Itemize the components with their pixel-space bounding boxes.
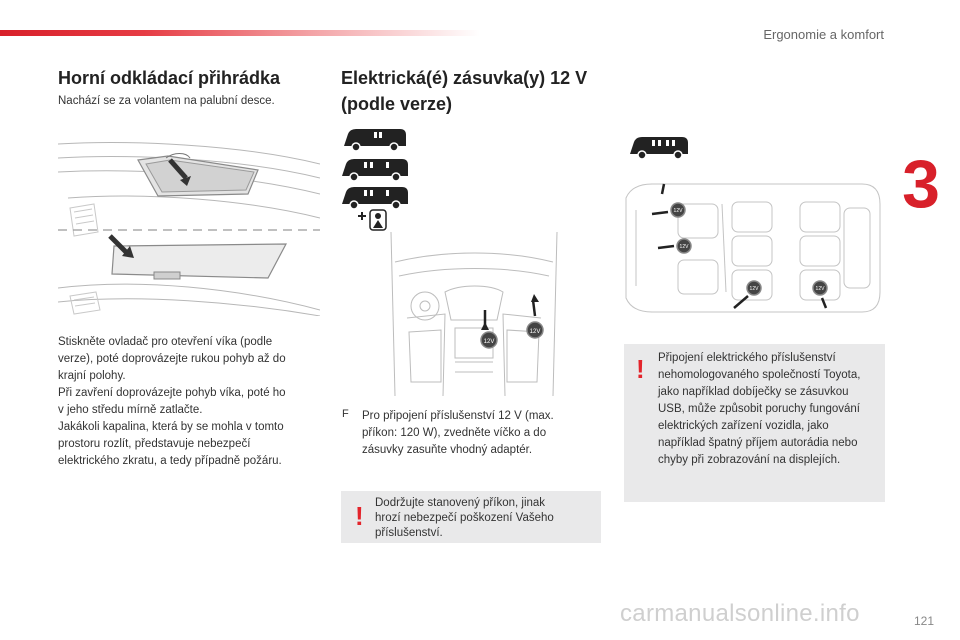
text-line: příslušenství.	[375, 527, 443, 539]
text-line: hrozí nebezpečí poškození Vašeho	[375, 512, 554, 524]
bullet-marker: F	[342, 408, 349, 420]
socket-label: 12V	[530, 329, 541, 335]
text-line: Při zavření doprovázejte pohyb víka, pot…	[58, 387, 286, 399]
socket-title-line1: Elektrická(é) zásuvka(y) 12 V	[341, 68, 588, 88]
interior-socket-layout: 12V 12V 12V 12V	[622, 180, 884, 316]
socket-label: 12V	[680, 244, 690, 250]
power-warning-box: ! Dodržujte stanovený příkon, jinak hroz…	[341, 491, 601, 543]
text-line: Jakákoli kapalina, která by se mohla v t…	[58, 421, 284, 433]
watermark: carmanualsonline.info	[620, 600, 860, 627]
cockpit-socket-illustration: 12V 12V	[385, 232, 563, 396]
text-line: USB, může způsobit poruchy fungování	[658, 403, 861, 415]
socket-label: 12V	[750, 286, 760, 292]
text-line: v jeho středu mírně zatlačte.	[58, 404, 203, 416]
warning-icon: !	[636, 354, 645, 384]
text-line: elektrického zkratu, a tedy případně pož…	[58, 455, 282, 467]
glovebox-illustration	[58, 138, 320, 316]
vehicle-version-icon	[628, 134, 690, 162]
vehicle-version-icons	[340, 124, 410, 234]
text-line: Připojení elektrického příslušenství	[658, 352, 836, 364]
socket-instruction: F Pro připojení příslušenství 12 V (max.…	[342, 408, 582, 464]
text-line: jako například dobíječky se zásuvkou	[658, 386, 849, 398]
text-line: krajní polohy.	[58, 370, 126, 382]
glovebox-instructions: Stiskněte ovladač pro otevření víka (pod…	[58, 334, 328, 470]
text-line: prostoru rozlít, představuje nebezpečí	[58, 438, 251, 450]
chapter-title: Ergonomie a komfort	[763, 27, 884, 42]
text-line: verze), poté doprovázejte rukou pohyb až…	[58, 353, 286, 365]
socket-title-line2: (podle verze)	[341, 94, 453, 115]
chapter-color-bar	[0, 30, 480, 36]
text-line: Dodržujte stanovený příkon, jinak	[375, 497, 546, 509]
glovebox-title: Horní odkládací přihrádka	[58, 68, 281, 88]
text-line: nehomologovaného společností Toyota,	[658, 369, 861, 381]
socket-label: 12V	[484, 339, 495, 345]
text-line: například špatný příjem autorádia nebo	[658, 437, 858, 449]
text-line: Pro připojení příslušenství 12 V (max.	[362, 410, 554, 422]
glovebox-intro: Nachází se za volantem na palubní desce.	[58, 95, 275, 107]
accessory-warning-box: ! Připojení elektrického příslušenství n…	[624, 344, 885, 502]
text-line: chyby při zobrazování na displejích.	[658, 454, 841, 466]
warning-icon: !	[355, 501, 364, 531]
text-line: zásuvky zasuňte vhodný adaptér.	[362, 444, 533, 456]
text-line: elektrických zařízení vozidla, jako	[658, 420, 829, 432]
page-number: 121	[913, 614, 934, 628]
socket-title: Elektrická(é) zásuvka(y) 12 V (podle ver…	[341, 66, 587, 117]
socket-label: 12V	[816, 286, 826, 292]
chapter-number: 3	[902, 146, 940, 222]
text-line: příkon: 120 W), zvedněte víčko a do	[362, 427, 547, 439]
text-line: Stiskněte ovladač pro otevření víka (pod…	[58, 336, 273, 348]
socket-label: 12V	[674, 208, 684, 214]
